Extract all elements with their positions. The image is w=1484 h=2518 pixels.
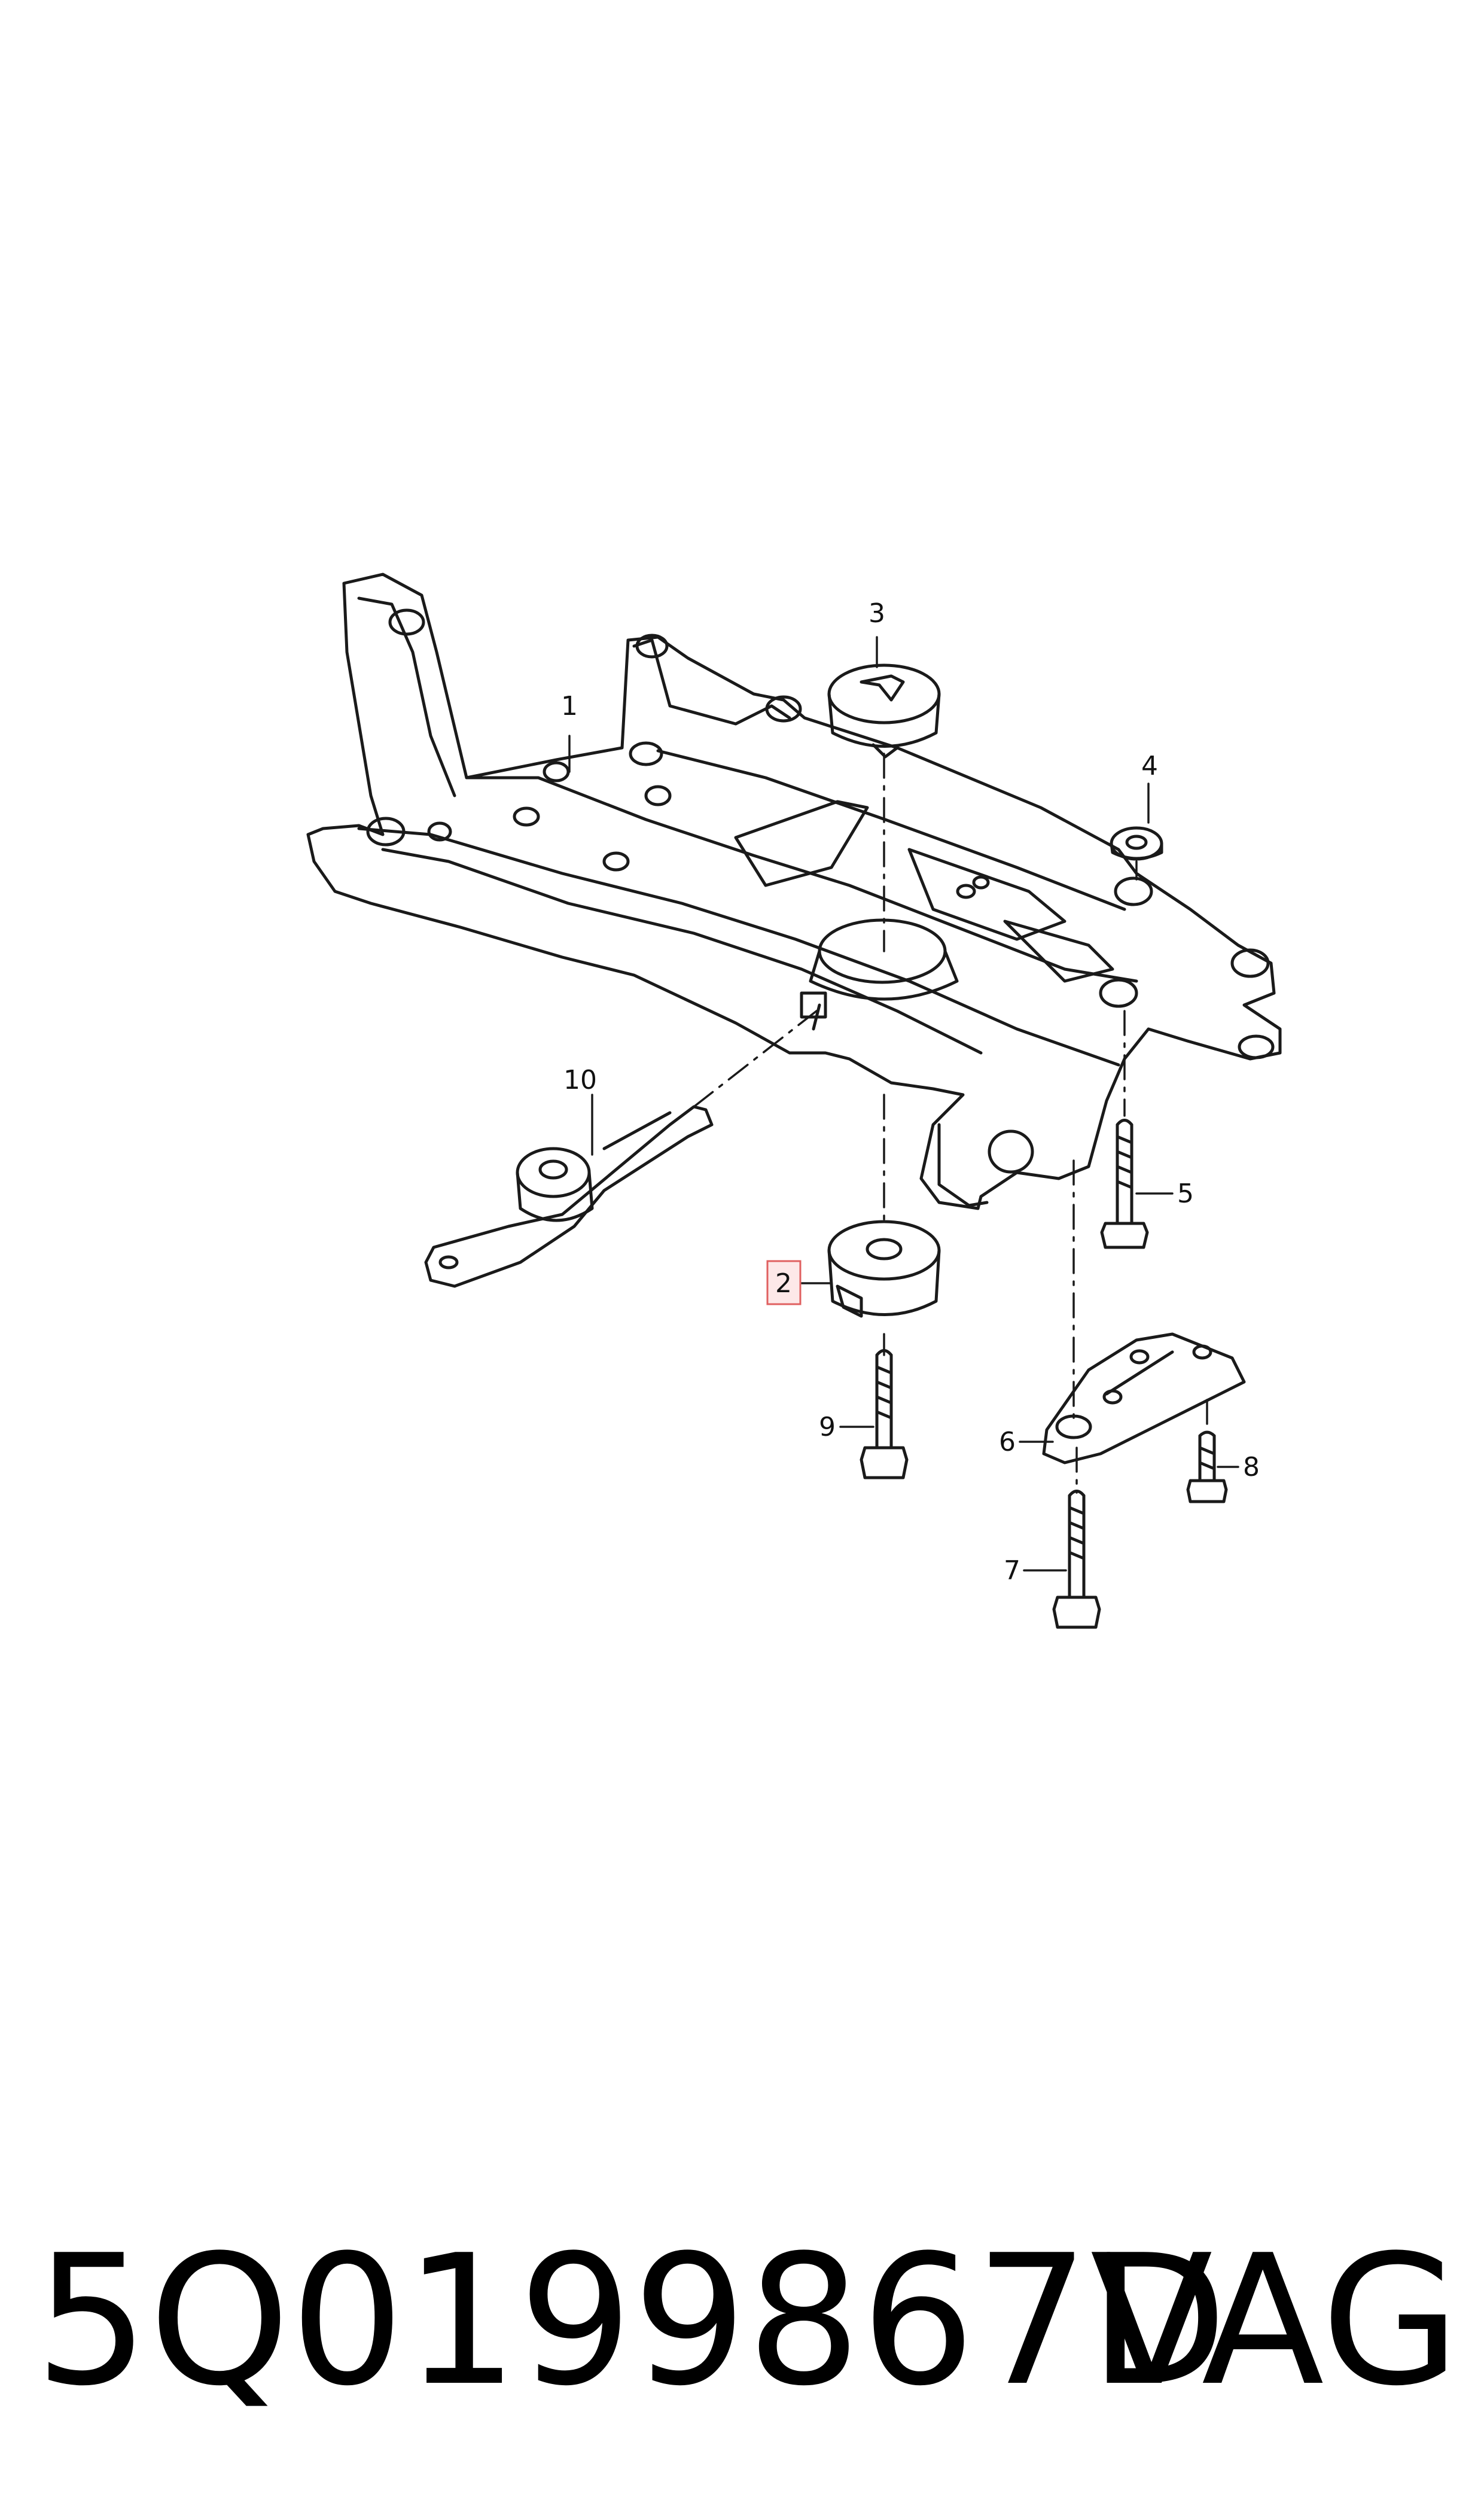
bolt-5 — [1100, 1119, 1149, 1249]
upper-bushing — [827, 663, 941, 759]
callout-1: 1 — [561, 691, 578, 721]
callout-2-highlight — [766, 1260, 802, 1305]
callout-3: 3 — [869, 598, 885, 629]
leader-lines — [568, 636, 1239, 1572]
callout-10: 10 — [563, 1065, 597, 1095]
subframe — [306, 573, 1282, 1210]
bolt-7 — [1052, 1490, 1101, 1629]
brand-label: VAG — [1090, 2216, 1460, 2425]
callout-4: 4 — [1141, 751, 1158, 781]
callout-2: 2 — [775, 1268, 792, 1299]
bolt-8 — [1186, 1430, 1228, 1503]
callout-8: 8 — [1243, 1452, 1260, 1482]
callout-9: 9 — [819, 1412, 836, 1442]
callout-6: 6 — [999, 1427, 1016, 1457]
mounting-bracket — [1042, 1332, 1246, 1464]
lower-bushing — [827, 1220, 941, 1318]
assembly-lines — [693, 753, 1208, 1494]
callout-5: 5 — [1177, 1179, 1194, 1209]
callout-7: 7 — [1004, 1555, 1020, 1586]
torque-support — [424, 1105, 714, 1288]
part-number: 5Q0199867D — [35, 2216, 1228, 2425]
washer — [1110, 826, 1163, 861]
bolt-9 — [860, 1349, 909, 1479]
